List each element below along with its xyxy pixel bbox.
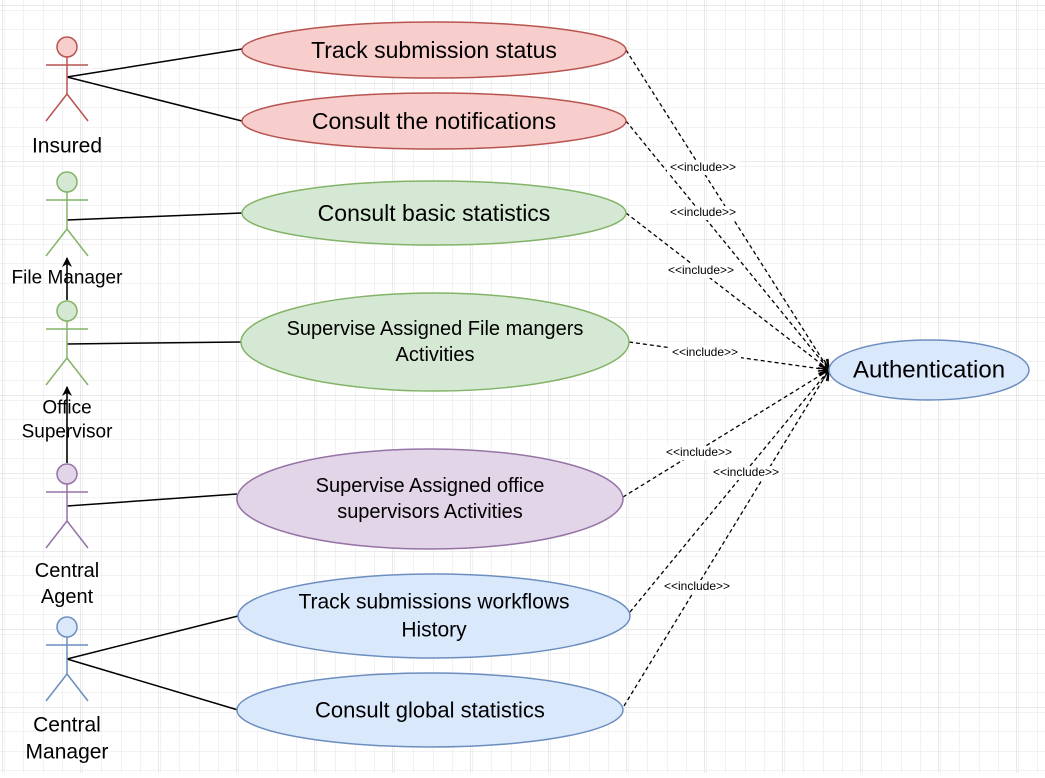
include-arrow-consult-global-statistics — [623, 370, 829, 707]
use-case-ellipse — [828, 339, 1030, 401]
use-case-supervise-office-supervisors[interactable]: Supervise Assigned office supervisors Act… — [236, 448, 624, 550]
use-case-consult-notifications[interactable]: Consult the notifications — [241, 92, 627, 150]
association-office-supervisor-supervise-file-managers — [66, 341, 242, 345]
use-case-label: Activities — [396, 344, 475, 366]
use-case-ellipse — [241, 21, 627, 79]
use-case-label: Supervise Assigned File mangers — [287, 318, 584, 340]
use-case-label: supervisors Activities — [337, 501, 523, 523]
use-case-consult-global-statistics[interactable]: Consult global statistics — [236, 672, 624, 748]
use-case-label: Consult the notifications — [312, 108, 556, 134]
actor-label: Manager — [26, 741, 109, 764]
actor-label: Agent — [41, 586, 94, 608]
include-labels: <<include>> <<include>> <<include>> <<inclu… — [661, 160, 782, 594]
include-label-consult-basic-statistics: <<include>> — [668, 263, 734, 277]
include-label-bg — [667, 161, 739, 175]
include-label-supervise-office-supervisors: <<include>> — [666, 445, 732, 459]
actor-label: Central — [35, 560, 99, 582]
include-label-consult-global-statistics: <<include>> — [713, 465, 779, 479]
include-arrow-track-workflows-history — [629, 370, 829, 613]
actor-insured[interactable]: Insured — [32, 36, 102, 158]
include-label-bg — [710, 466, 782, 480]
associations — [66, 48, 243, 711]
use-case-label: Track submissions workflows — [298, 591, 569, 614]
use-case-label: Consult global statistics — [315, 698, 545, 723]
use-case-label: Consult basic statistics — [318, 200, 551, 226]
include-label-bg — [661, 580, 733, 594]
use-case-supervise-file-managers[interactable]: Supervise Assigned File mangersActivitie… — [240, 292, 630, 392]
use-case-label: Authentication — [853, 357, 1005, 384]
use-case-label: Track submission status — [311, 37, 557, 63]
include-arrow-consult-basic-statistics — [625, 212, 829, 370]
use-case-consult-basic-statistics[interactable]: Consult basic statistics — [241, 180, 627, 246]
include-label-track-submission-status: <<include>> — [670, 160, 736, 174]
include-label-consult-notifications: <<include>> — [670, 205, 736, 219]
association-file-manager-consult-basic-statistics — [66, 212, 243, 221]
association-central-agent-supervise-office-supervisors — [66, 493, 238, 507]
use-case-authentication[interactable]: Authentication — [828, 339, 1030, 401]
actor-label: File Manager — [12, 268, 124, 289]
stick-figure-icon — [45, 463, 89, 549]
use-case-label: History — [401, 619, 467, 642]
stick-figure-icon — [45, 616, 89, 702]
stick-figure-icon — [45, 171, 89, 257]
use-case-ellipse — [241, 180, 627, 246]
use-case-ellipse — [241, 92, 627, 150]
include-label-bg — [669, 346, 741, 360]
use-case-track-submission-status[interactable]: Track submission status — [241, 21, 627, 79]
association-insured-consult-notifications — [66, 76, 243, 122]
use-case-ellipse — [237, 573, 631, 659]
actor-label: Central — [33, 714, 101, 737]
association-insured-track-submission-status — [66, 48, 243, 78]
include-label-supervise-file-managers: <<include>> — [672, 345, 738, 359]
include-label-bg — [665, 264, 737, 278]
actor-file-manager[interactable]: File Manager — [12, 171, 124, 289]
stick-figure-icon — [45, 36, 89, 122]
include-arrow-supervise-office-supervisors — [622, 370, 829, 498]
include-label-bg — [663, 446, 735, 460]
actor-label: Insured — [32, 135, 102, 158]
association-central-manager-track-workflows-history — [66, 615, 239, 660]
use-case-ellipse — [236, 672, 624, 748]
use-case-label: Supervise Assigned office — [316, 475, 545, 497]
actor-label: Office — [42, 398, 91, 419]
include-arrow-consult-notifications — [625, 120, 829, 370]
actor-label: Supervisor — [22, 422, 113, 443]
use-case-ellipse — [240, 292, 630, 392]
stick-figure-icon — [45, 300, 89, 386]
use-case-ellipse — [236, 448, 624, 550]
association-central-manager-consult-global-statistics — [66, 658, 239, 711]
include-label-bg — [667, 206, 739, 220]
include-label-track-workflows-history: <<include>> — [664, 579, 730, 593]
